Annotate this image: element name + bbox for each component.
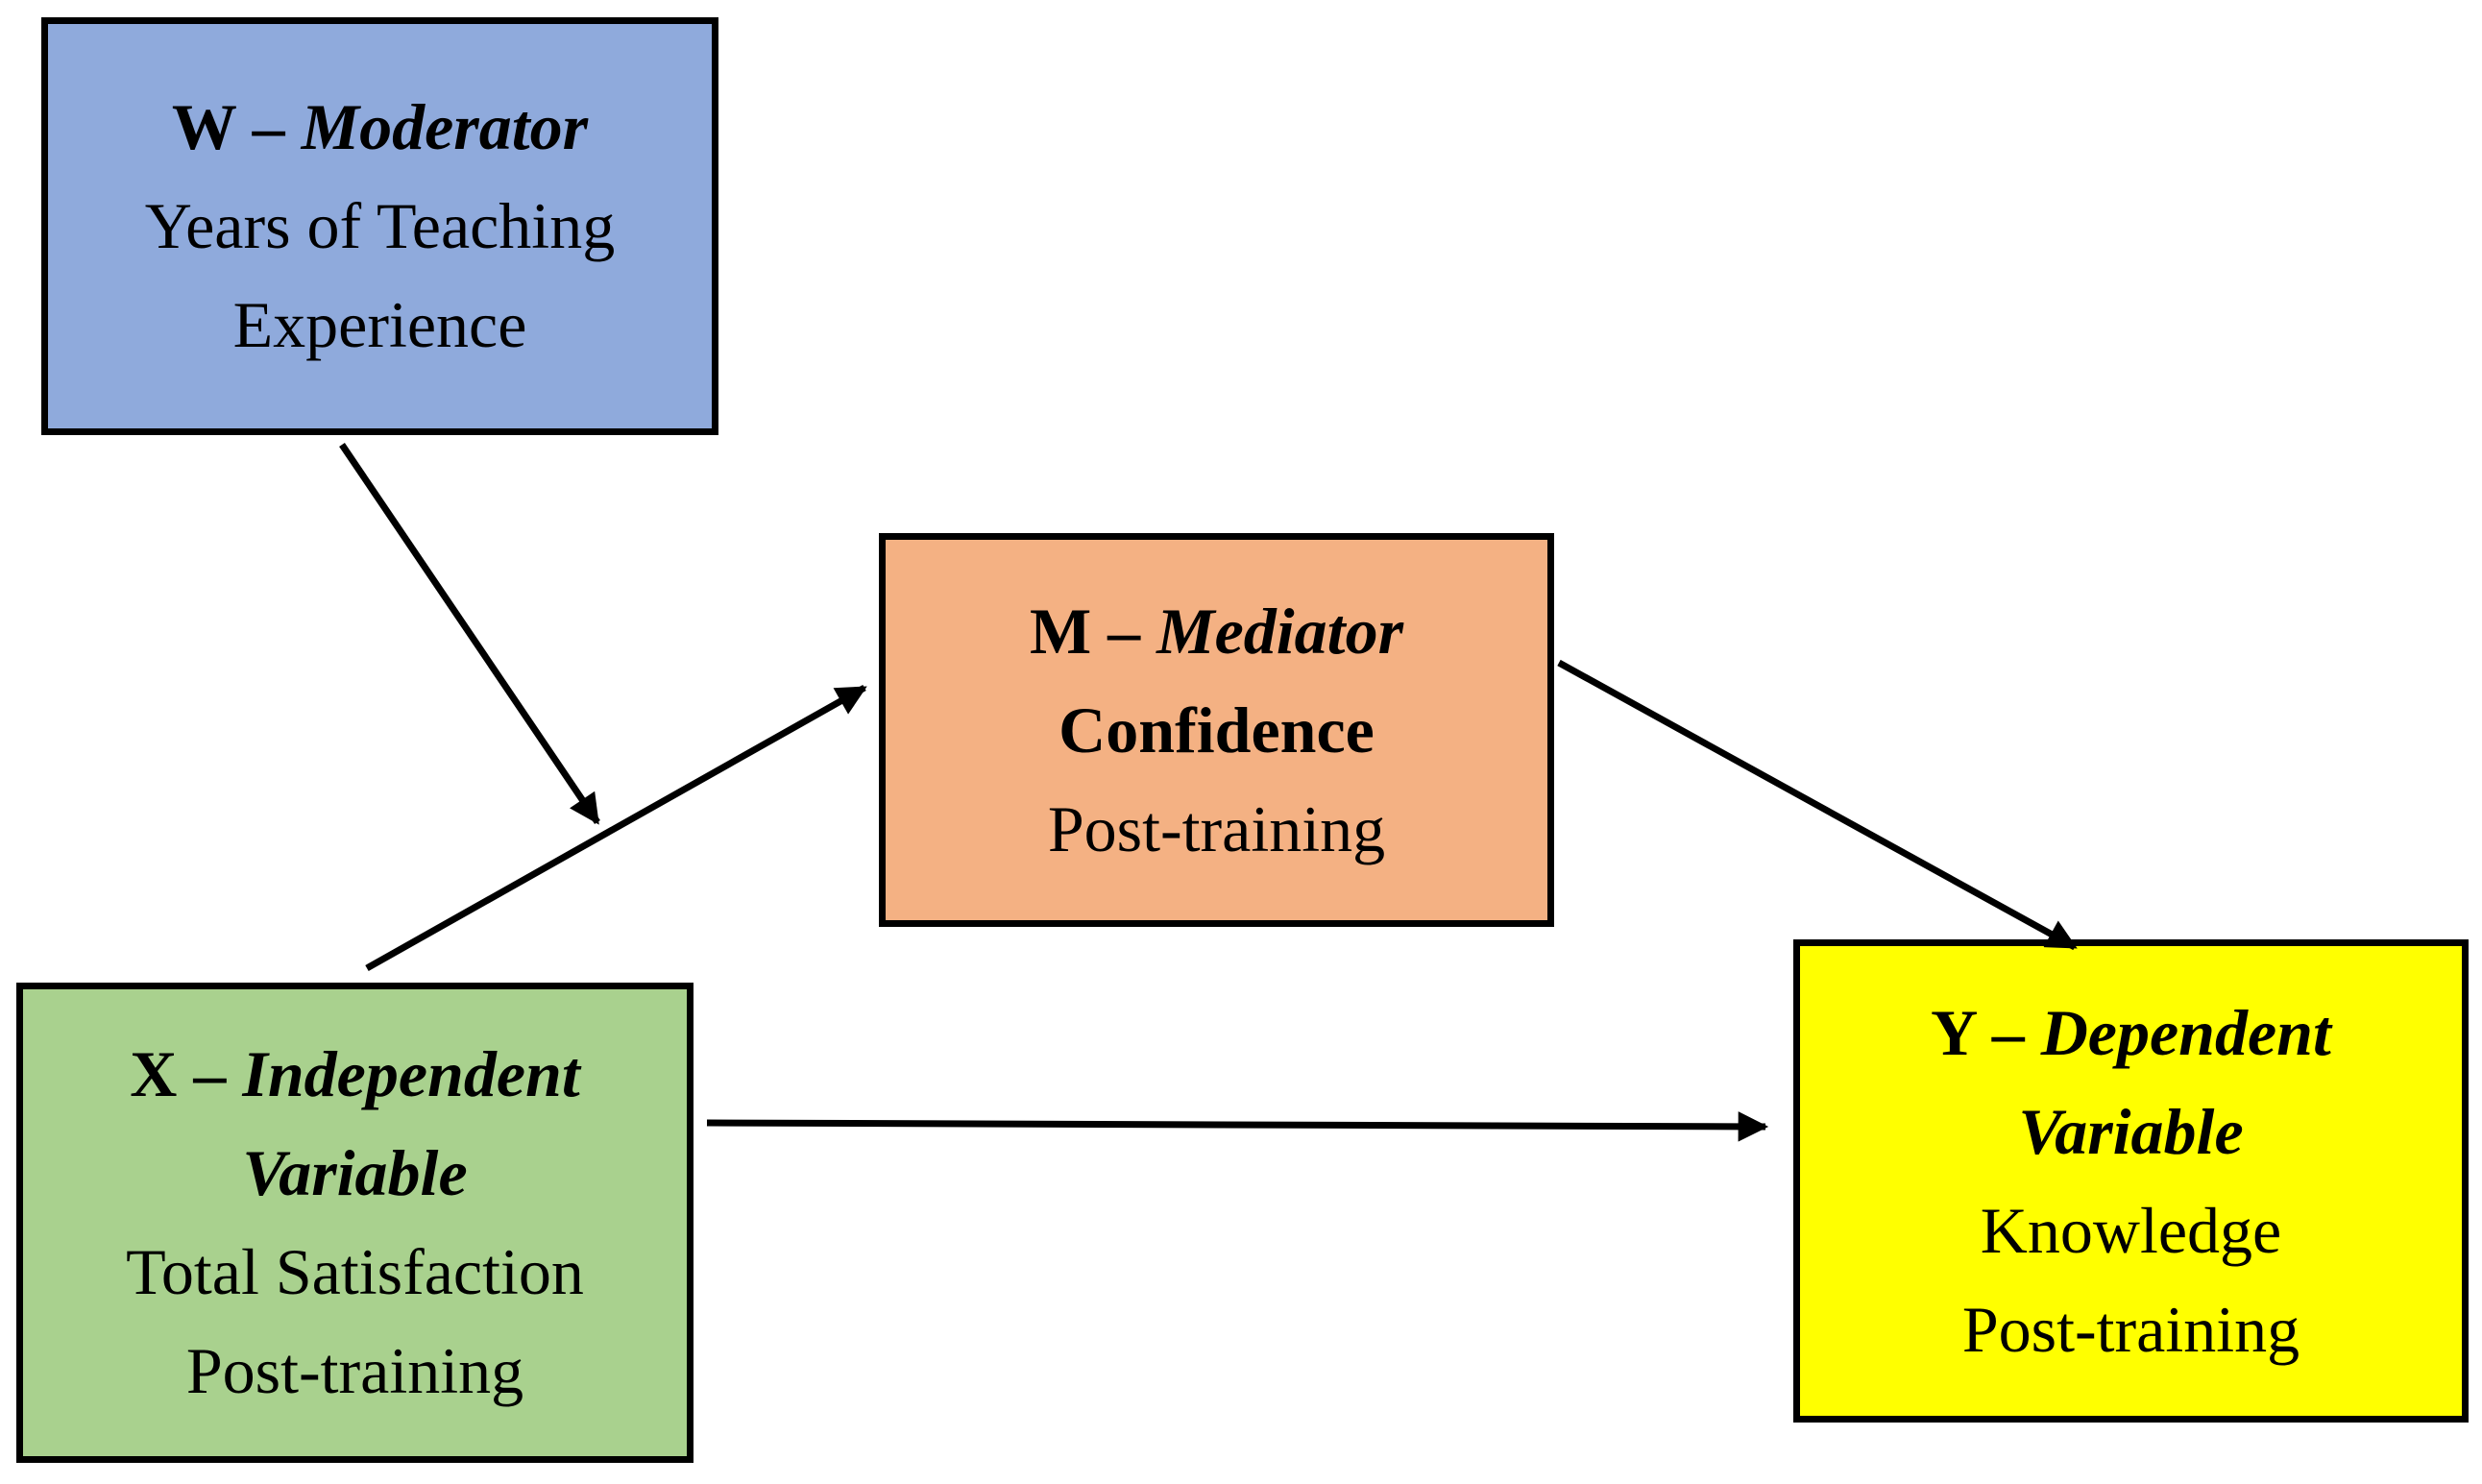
dependent-box: Y – Dependent Variable Knowledge Post-tr… xyxy=(1793,939,2469,1423)
arrow-mediator-to-dependent xyxy=(1557,659,2078,951)
arrow-independent-to-mediator xyxy=(365,684,867,972)
arrow-moderator-to-path xyxy=(339,443,600,825)
moderator-heading: W – Moderator xyxy=(172,78,588,177)
mediator-letter: M xyxy=(1029,594,1092,668)
dependent-letter: Y xyxy=(1931,995,1976,1069)
moderator-dash: – xyxy=(235,90,302,163)
independent-role: Independent xyxy=(242,1037,580,1110)
independent-variable-line2: Post-training xyxy=(185,1334,524,1407)
moderator-role: Moderator xyxy=(301,90,589,163)
independent-dash: – xyxy=(177,1037,243,1110)
independent-heading: X – Independent xyxy=(130,1025,579,1124)
dependent-heading: Y – Dependent xyxy=(1931,984,2331,1083)
independent-role-continued: Variable xyxy=(242,1136,468,1209)
mediator-variable-line1: Confidence xyxy=(1058,693,1375,766)
mediator-role: Mediator xyxy=(1156,594,1404,668)
independent-variable-line1: Total Satisfaction xyxy=(126,1235,584,1308)
mediator-variable-line2: Post-training xyxy=(1047,791,1386,865)
dependent-dash: – xyxy=(1975,995,2041,1069)
moderator-variable-line2: Experience xyxy=(232,288,527,361)
moderator-box: W – Moderator Years of Teaching Experien… xyxy=(41,17,718,435)
independent-letter: X xyxy=(130,1037,178,1110)
mediator-heading: M – Mediator xyxy=(1030,582,1403,681)
arrow-independent-to-dependent xyxy=(706,1111,1769,1142)
dependent-role-continued: Variable xyxy=(2018,1094,2244,1168)
moderator-variable-line1: Years of Teaching xyxy=(144,189,616,262)
dependent-role: Dependent xyxy=(2040,995,2331,1069)
independent-box: X – Independent Variable Total Satisfact… xyxy=(16,983,694,1463)
dependent-variable-line2: Post-training xyxy=(1961,1292,2300,1366)
mediator-dash: – xyxy=(1091,594,1157,668)
dependent-variable-line1: Knowledge xyxy=(1980,1193,2282,1267)
mediator-box: M – Mediator Confidence Post-training xyxy=(879,533,1554,927)
moderator-letter: W xyxy=(171,90,236,163)
